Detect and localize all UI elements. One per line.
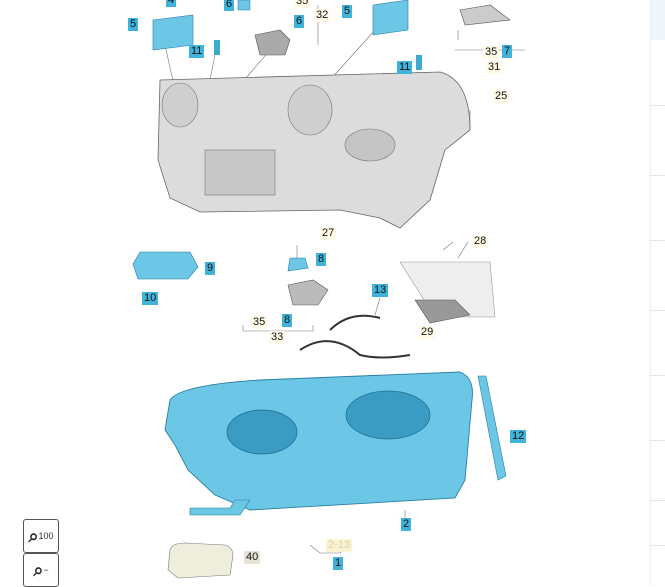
callout-2[interactable]: 2 <box>401 518 412 531</box>
callout-6[interactable]: 6 <box>224 0 235 11</box>
callout-2-13[interactable]: 2-13 <box>326 539 353 552</box>
callout-12[interactable]: 12 <box>510 430 527 443</box>
divider <box>650 105 665 106</box>
zoom-100-icon: ⌕ <box>28 525 39 546</box>
divider <box>650 375 665 376</box>
callout-11[interactable]: 11 <box>397 61 413 74</box>
callout-5[interactable]: 5 <box>128 18 139 31</box>
callout-27[interactable]: 27 <box>320 227 337 240</box>
zoom-out-icon: ⌕ <box>33 559 44 580</box>
callout-6[interactable]: 6 <box>294 15 305 28</box>
callout-35[interactable]: 35 <box>251 316 268 329</box>
callout-8[interactable]: 8 <box>316 253 327 266</box>
callout-33[interactable]: 33 <box>269 331 286 344</box>
divider <box>650 440 665 441</box>
callout-8[interactable]: 8 <box>282 314 293 327</box>
callout-32[interactable]: 32 <box>314 9 331 22</box>
divider <box>650 545 665 546</box>
divider <box>650 500 665 501</box>
side-panel <box>650 0 665 586</box>
divider <box>650 175 665 176</box>
callout-28[interactable]: 28 <box>472 235 489 248</box>
callout-4[interactable]: 4 <box>166 0 177 7</box>
zoom-reset-button[interactable]: ⌕100 <box>23 519 59 553</box>
divider <box>650 240 665 241</box>
zoom-out-button[interactable]: ⌕− <box>23 553 59 587</box>
callout-40[interactable]: 40 <box>244 551 261 564</box>
callout-10[interactable]: 10 <box>142 292 159 305</box>
callout-35[interactable]: 35 <box>294 0 311 8</box>
callout-35[interactable]: 35 <box>483 46 500 59</box>
callout-25[interactable]: 25 <box>493 90 510 103</box>
callout-5[interactable]: 5 <box>342 5 353 18</box>
divider <box>650 310 665 311</box>
callout-11[interactable]: 11 <box>189 45 205 58</box>
callout-31[interactable]: 31 <box>486 61 503 74</box>
callout-13[interactable]: 13 <box>372 284 389 297</box>
callout-7[interactable]: 7 <box>502 45 513 58</box>
callout-1[interactable]: 1 <box>333 557 344 570</box>
callout-29[interactable]: 29 <box>419 326 436 339</box>
headlamp-assembly <box>164 371 473 511</box>
callout-9[interactable]: 9 <box>205 262 216 275</box>
